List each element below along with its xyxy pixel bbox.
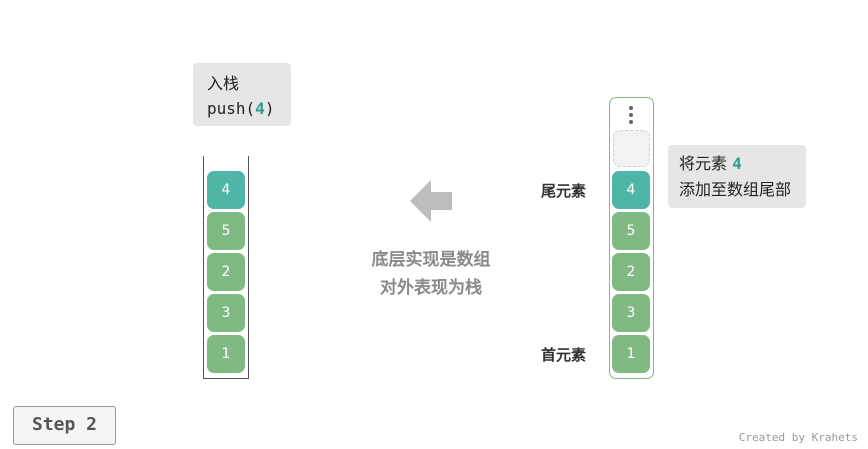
stack-container: 4 5 2 3 1 <box>203 156 249 379</box>
stack-cell: 3 <box>207 294 245 332</box>
stack-cell-bottom: 1 <box>207 335 245 373</box>
array-cell: 3 <box>612 294 650 332</box>
operation-arg: 4 <box>255 99 265 118</box>
head-label: 首元素 <box>541 346 587 364</box>
operation-box: 入栈 push(4) <box>193 63 291 126</box>
operation-close: ) <box>264 99 275 118</box>
operation-func: push( <box>207 99 256 118</box>
note-value: 4 <box>732 154 742 173</box>
caption-line-1: 底层实现是数组 <box>371 250 491 270</box>
caption-line-2: 对外表现为栈 <box>380 278 482 298</box>
note-line-2: 添加至数组尾部 <box>679 180 792 199</box>
stack-cell: 5 <box>207 212 245 250</box>
center-caption: 底层实现是数组 对外表现为栈 <box>356 246 506 302</box>
stack-cell-top: 4 <box>207 171 245 209</box>
note-prefix: 将元素 <box>679 154 733 173</box>
operation-call: push(4) <box>207 96 291 121</box>
array-cell-head: 1 <box>612 335 650 373</box>
array-cell: 2 <box>612 253 650 291</box>
array-container: 4 5 2 3 1 <box>609 97 654 379</box>
stack-cell: 2 <box>207 253 245 291</box>
step-button[interactable]: Step 2 <box>13 406 116 445</box>
array-cell: 5 <box>612 212 650 250</box>
ellipsis-icon <box>629 106 633 127</box>
tail-label: 尾元素 <box>541 182 587 200</box>
note-line-1: 将元素 4 <box>679 151 806 177</box>
array-cell-tail: 4 <box>612 171 650 209</box>
empty-slot <box>613 130 650 167</box>
left-arrow-icon <box>410 180 452 222</box>
note-box: 将元素 4 添加至数组尾部 <box>668 145 806 208</box>
credit-text: Created by Krahets <box>738 431 858 444</box>
operation-title: 入栈 <box>207 74 240 93</box>
